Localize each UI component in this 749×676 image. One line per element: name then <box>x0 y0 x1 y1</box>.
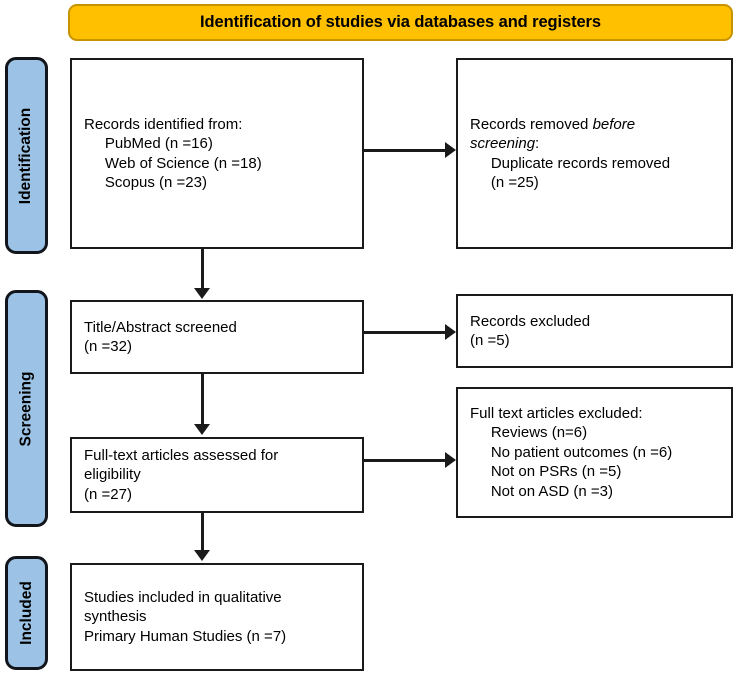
arrow-fulltext-to-excluded-head-icon <box>445 452 456 468</box>
box-fulltext-excluded-text: Full text articles excluded: Reviews (n=… <box>470 404 673 500</box>
arrow-identified-to-removed-line <box>364 149 445 152</box>
stage-label-screening-text: Screening <box>17 371 35 446</box>
stage-label-included-text: Included <box>17 581 35 645</box>
arrow-fulltext-to-excluded-line <box>364 459 445 462</box>
arrow-screened-to-excluded-line <box>364 331 445 334</box>
records-removed-line2-plain: : <box>535 135 540 152</box>
arrow-screened-to-excluded-head-icon <box>445 324 456 340</box>
arrow-fulltext-to-included-head-icon <box>194 550 210 561</box>
box-fulltext-excluded: Full text articles excluded: Reviews (n=… <box>456 387 733 518</box>
arrow-screened-to-fulltext-line <box>201 374 204 424</box>
box-records-removed: Records removed before screening: Duplica… <box>456 58 733 249</box>
box-fulltext-assessed-text: Full-text articles assessed for eligibil… <box>84 446 279 503</box>
records-removed-rest: Duplicate records removed (n =25) <box>490 154 671 192</box>
box-records-excluded: Records excluded (n =5) <box>456 294 733 368</box>
records-removed-line1-plain: Records removed <box>470 115 593 133</box>
box-studies-included-text: Studies included in qualitative synthesi… <box>84 588 287 645</box>
diagram-header-banner: Identification of studies via databases … <box>68 4 733 41</box>
records-removed-line1-italic: before <box>592 115 636 133</box>
diagram-title: Identification of studies via databases … <box>200 13 601 31</box>
box-records-identified-text: Records identified from: PubMed (n =16) … <box>84 115 262 192</box>
box-studies-included: Studies included in qualitative synthesi… <box>70 563 364 671</box>
records-removed-line2-italic: screening <box>470 135 536 152</box>
stage-label-identification-text: Identification <box>17 107 35 204</box>
arrow-identified-to-removed-head-icon <box>445 142 456 158</box>
arrow-identified-to-screened-head-icon <box>194 288 210 299</box>
box-fulltext-assessed: Full-text articles assessed for eligibil… <box>70 437 364 513</box>
stage-label-identification: Identification <box>5 57 48 254</box>
arrow-screened-to-fulltext-head-icon <box>194 424 210 435</box>
box-title-abstract-screened-text: Title/Abstract screened (n =32) <box>84 318 237 356</box>
box-title-abstract-screened: Title/Abstract screened (n =32) <box>70 300 364 374</box>
box-records-identified: Records identified from: PubMed (n =16) … <box>70 58 364 249</box>
box-records-removed-text: Records removed before screening: Duplica… <box>458 115 731 193</box>
stage-label-included: Included <box>5 556 48 670</box>
box-records-excluded-text: Records excluded (n =5) <box>470 312 591 350</box>
arrow-fulltext-to-included-line <box>201 513 204 550</box>
arrow-identified-to-screened-line <box>201 249 204 288</box>
stage-label-screening: Screening <box>5 290 48 527</box>
